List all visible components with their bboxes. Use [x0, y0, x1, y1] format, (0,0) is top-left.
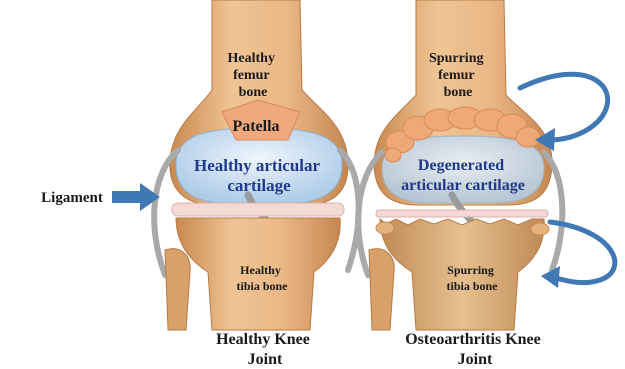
osteoarthritis-knee-caption: Osteoarthritis Knee Joint: [405, 331, 545, 368]
oa-fibula: [369, 249, 394, 330]
patella-label: Patella: [232, 118, 279, 135]
healthy-knee-caption: Healthy Knee Joint: [216, 331, 314, 368]
healthy-fibula: [165, 249, 190, 330]
oa-meniscus: [376, 210, 548, 217]
healthy-meniscus: [172, 203, 344, 216]
ligament-label: Ligament: [41, 190, 103, 206]
